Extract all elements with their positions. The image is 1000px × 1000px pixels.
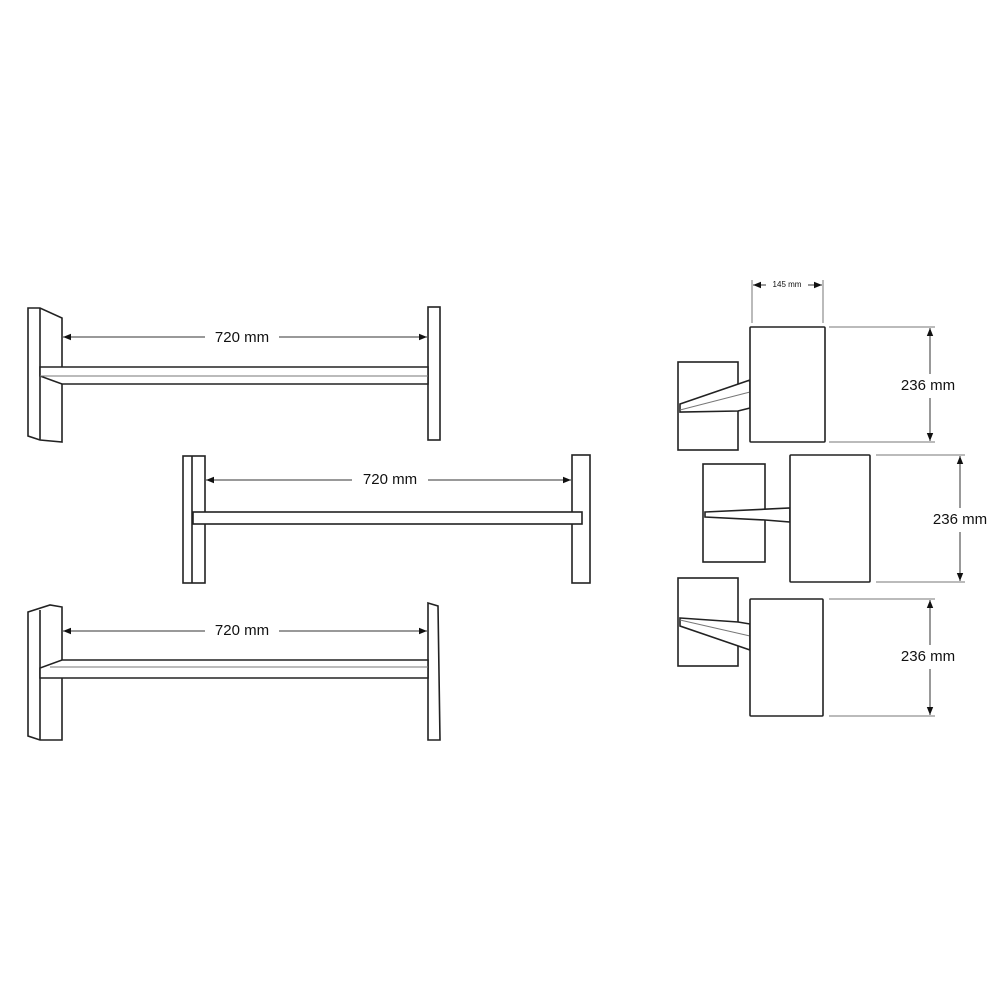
shelf-side-panel <box>749 326 826 443</box>
bracket <box>679 378 751 413</box>
width-label: 720 mm <box>363 471 417 488</box>
shelf-board <box>192 511 583 525</box>
front-view-shelf-3: 720 mm <box>27 601 441 741</box>
front-view-shelf-2: 720 mm <box>182 454 591 584</box>
height-label: 236 mm <box>901 377 955 394</box>
height-label: 236 mm <box>933 511 987 528</box>
side-view-shelf-1: 145 mm 236 mm <box>677 279 964 451</box>
width-label: 720 mm <box>215 329 269 346</box>
depth-label: 145 mm <box>773 280 802 289</box>
right-end-panel <box>427 306 441 441</box>
height-label: 236 mm <box>901 648 955 665</box>
right-end-panel <box>427 601 441 741</box>
width-label: 720 mm <box>215 622 269 639</box>
side-view-shelf-3: 236 mm <box>677 577 964 717</box>
shelf-side-panel <box>749 598 824 717</box>
front-view-shelf-1: 720 mm <box>27 306 441 443</box>
shelf-side-panel <box>789 454 871 583</box>
side-view-shelf-2: 236 mm <box>702 454 996 583</box>
shelf-board <box>39 659 429 679</box>
bracket <box>704 507 791 523</box>
